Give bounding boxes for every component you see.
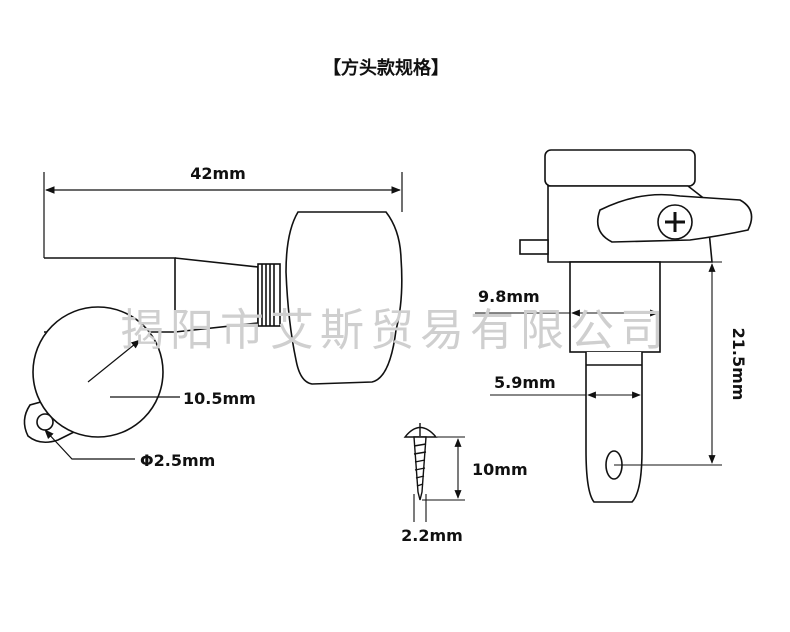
label-overall-length: 42mm bbox=[190, 164, 246, 183]
tuner-side-view bbox=[23, 172, 403, 460]
label-post-height: 21.5mm bbox=[729, 328, 748, 401]
front-knob bbox=[544, 149, 696, 187]
dim-line-radius bbox=[87, 339, 141, 383]
label-post-diameter: 5.9mm bbox=[494, 373, 556, 392]
front-bushing bbox=[569, 261, 661, 353]
diagram-title: 【方头款规格】 bbox=[323, 57, 449, 79]
label-gear-radius: 10.5mm bbox=[183, 389, 256, 408]
watermark: 揭阳市艾斯贸易有限公司 bbox=[120, 305, 670, 356]
screw-view bbox=[403, 423, 465, 522]
label-mount-hole: Φ2.5mm bbox=[140, 451, 215, 470]
dim-line-hole bbox=[44, 429, 135, 460]
tuner-front-view bbox=[475, 149, 753, 503]
label-bushing-diameter: 9.8mm bbox=[478, 287, 540, 306]
tuner-square-knob bbox=[285, 211, 403, 385]
label-screw-length: 10mm bbox=[472, 460, 528, 479]
gear-housing bbox=[32, 306, 164, 438]
label-screw-diameter: 2.2mm bbox=[401, 526, 463, 545]
